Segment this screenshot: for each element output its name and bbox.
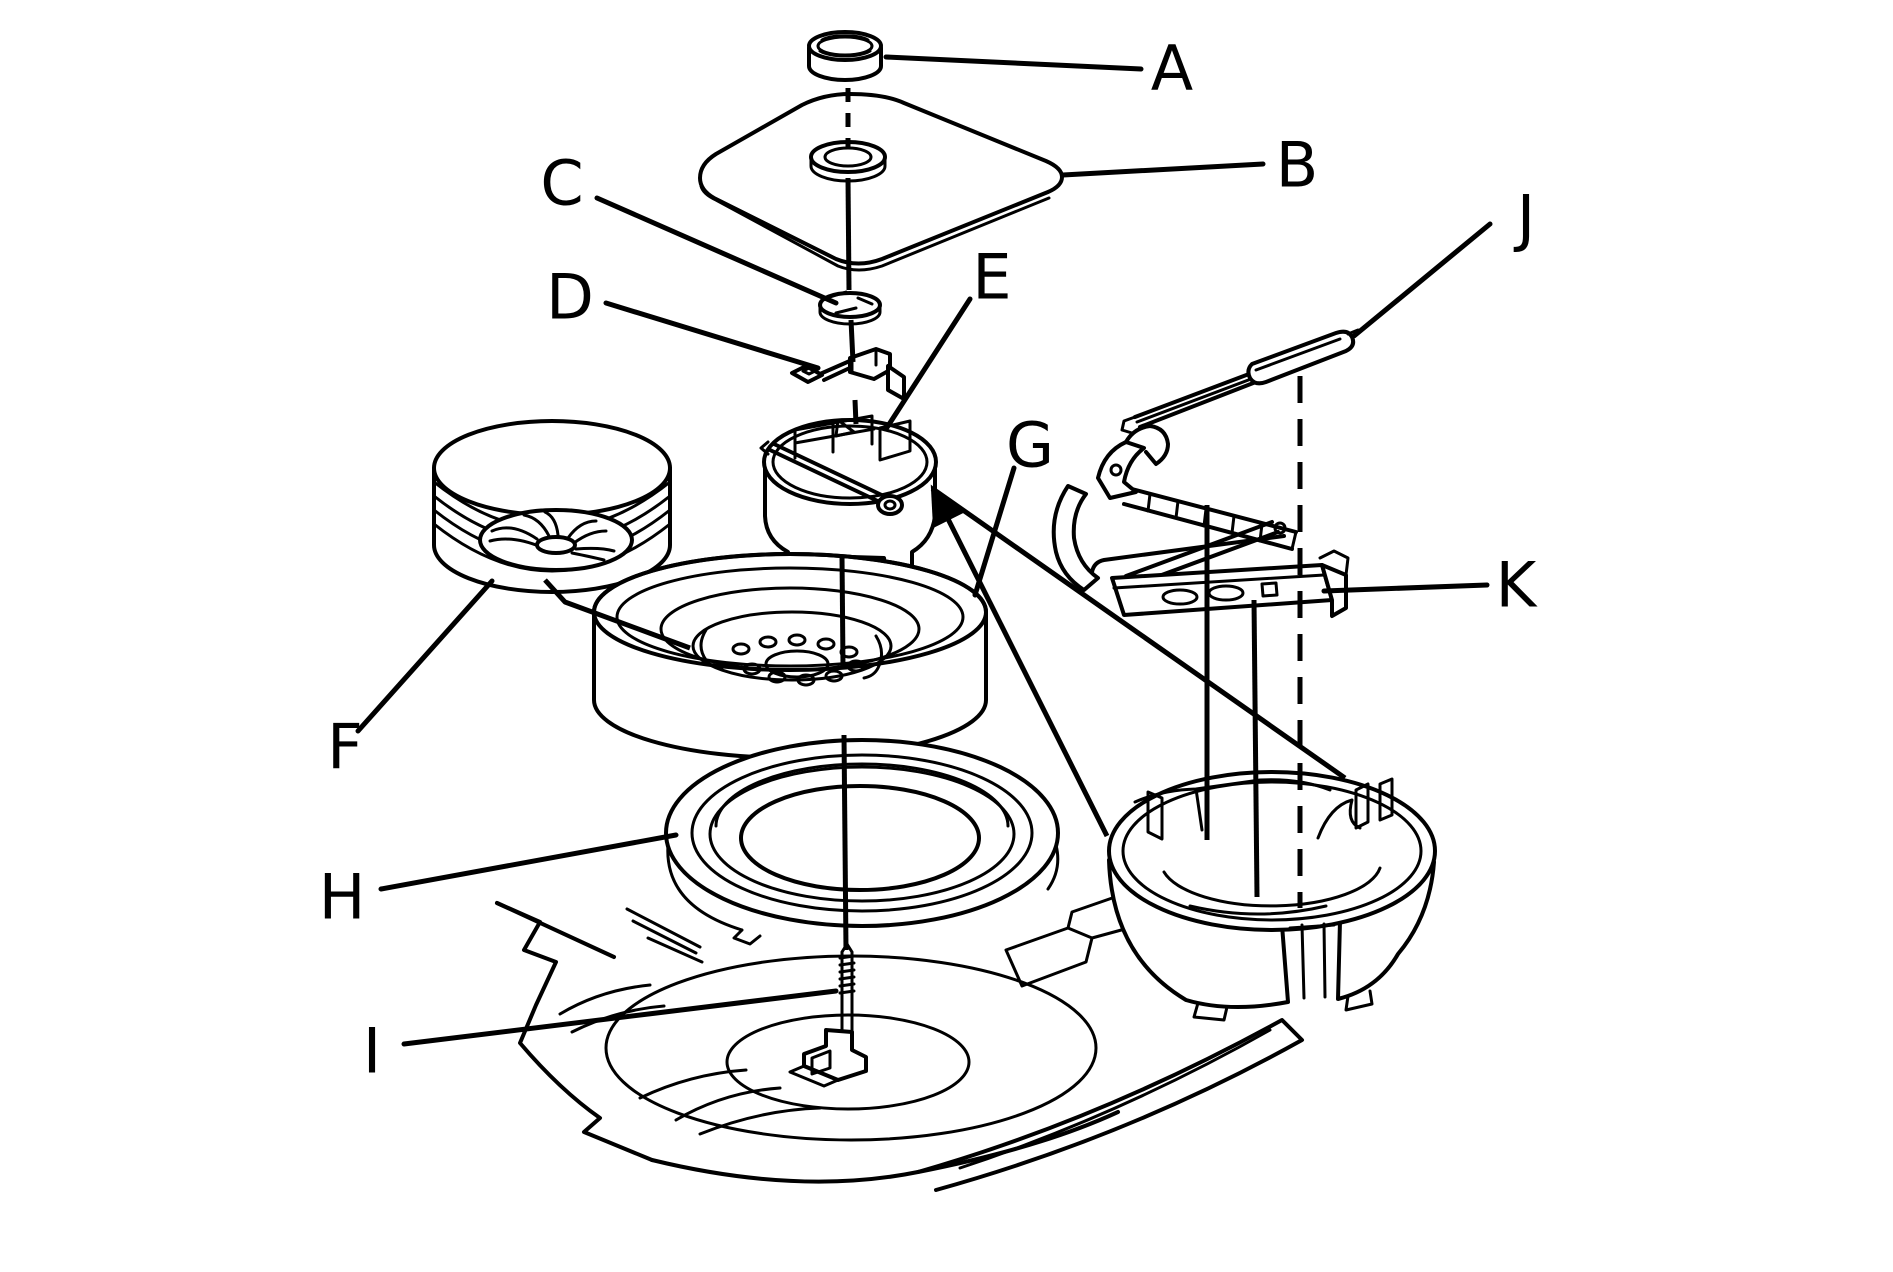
- callout-E-tool-tray: E: [972, 241, 1011, 314]
- center-axis-5: [841, 734, 849, 951]
- leader-F: [355, 578, 495, 734]
- leader-A: [883, 54, 1144, 72]
- center-axis-1: [845, 177, 852, 291]
- callout-G-spare-tire: G: [1006, 409, 1054, 482]
- center-axis-3: [852, 399, 859, 425]
- callout-H-spacer-ring: H: [319, 861, 366, 934]
- stow-line-to-tub: [931, 486, 1347, 781]
- hold-down-bracket: [790, 347, 906, 401]
- callout-I-anchor-stud: I: [363, 1015, 381, 1088]
- center-axis-4: [839, 555, 846, 667]
- compartment-cover-board: [698, 92, 1064, 272]
- stow-arrow-to-tray: [930, 484, 1110, 838]
- leader-B: [1060, 161, 1266, 178]
- leader-E: [883, 296, 973, 432]
- callout-J-jack-handle: J: [1513, 182, 1535, 255]
- retainer-wing-nut: [818, 290, 882, 326]
- callout-K-jack-assembly: K: [1496, 549, 1538, 622]
- spare-tire: [592, 552, 988, 760]
- leader-H: [378, 832, 679, 892]
- callout-B-compartment-cover-board: B: [1276, 129, 1319, 202]
- jack-stow-line-2: [1251, 599, 1260, 898]
- wheel: [432, 419, 672, 594]
- leader-J: [1351, 221, 1493, 339]
- anchor-stud: [788, 942, 868, 1088]
- callout-D-hold-down-bracket: D: [546, 261, 594, 334]
- callout-layer: A B CD E F G H I J K: [319, 32, 1538, 1088]
- spacer-ring: [664, 738, 1060, 946]
- jack-assembly: [1051, 424, 1350, 618]
- center-axis-2: [848, 319, 856, 363]
- leader-D: [603, 300, 821, 371]
- callout-C-retainer-wing-nut: C: [540, 147, 583, 220]
- spare-tire-retainer-cap: [807, 30, 883, 82]
- wheel-to-tire-link: [543, 578, 691, 651]
- callout-F-wheel: F: [327, 711, 363, 784]
- jack-storage-tub: [1107, 770, 1437, 1022]
- leader-K: [1321, 582, 1490, 594]
- callout-A-spare-tire-retainer-cap: A: [1151, 32, 1193, 105]
- leader-I: [401, 988, 839, 1047]
- leader-C: [594, 195, 839, 306]
- tool-tray: [759, 414, 938, 572]
- leader-G: [972, 465, 1017, 598]
- jack-handle: [1120, 328, 1360, 435]
